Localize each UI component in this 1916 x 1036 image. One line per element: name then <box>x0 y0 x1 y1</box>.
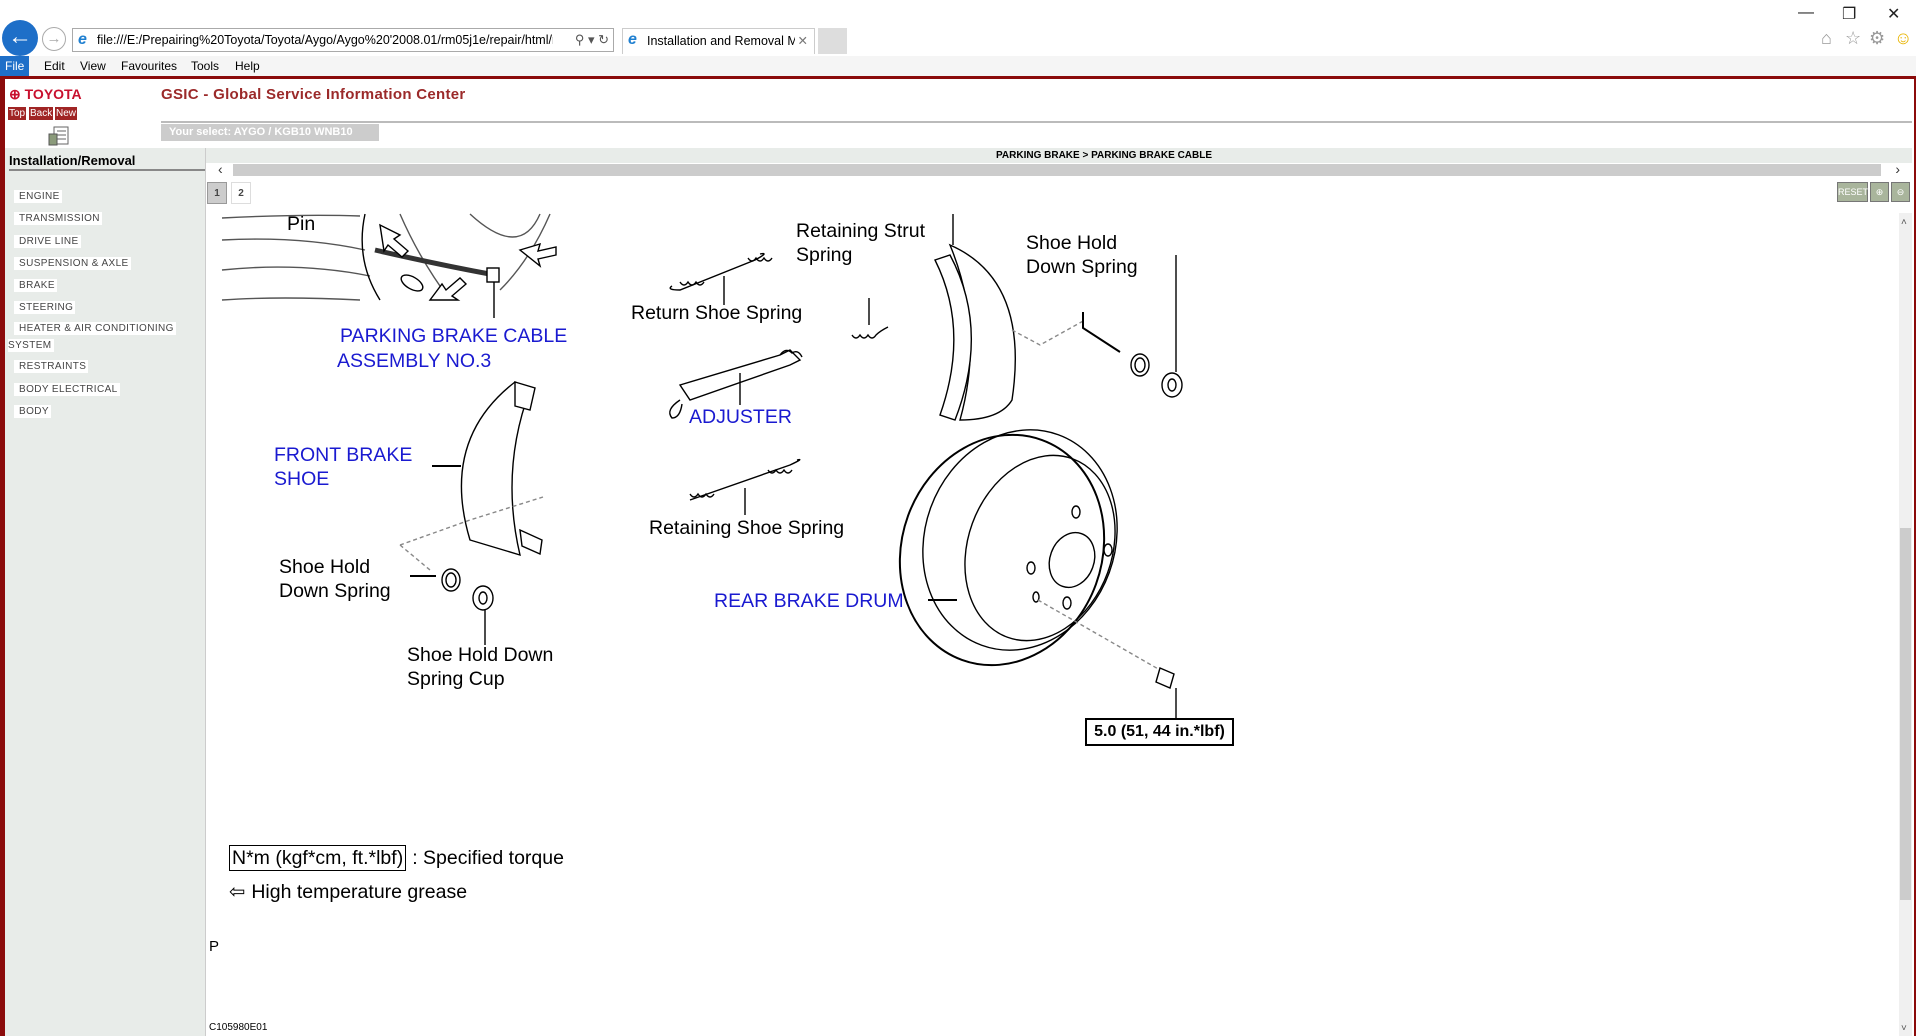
menu-tools[interactable]: Tools <box>191 59 220 73</box>
forward-button[interactable]: → <box>42 27 66 51</box>
label-adjuster: ADJUSTER <box>689 406 792 428</box>
feedback-smiley-icon[interactable]: ☺ <box>1894 28 1913 48</box>
sidebar: Installation/Removal ENGINE TRANSMISSION… <box>5 148 206 1036</box>
close-window-icon[interactable]: ✕ <box>1887 6 1901 23</box>
toyota-logo: ⊕ TOYOTA <box>9 86 82 103</box>
page-tab-2[interactable]: 2 <box>231 182 251 204</box>
sidebar-item-heater-ac[interactable]: HEATER & AIR CONDITIONING <box>14 322 176 335</box>
menu-help[interactable]: Help <box>235 59 260 73</box>
reset-button[interactable]: RESET <box>1837 182 1868 202</box>
label-spring-cup-2: Spring Cup <box>407 668 505 690</box>
sidebar-item-steering[interactable]: STEERING <box>14 301 76 314</box>
toyota-emblem-icon: ⊕ <box>9 86 21 102</box>
document-icon[interactable] <box>48 126 70 146</box>
legend-grease-text: High temperature grease <box>251 881 468 903</box>
legend-grease-row: ⇦ High temperature grease <box>229 880 467 904</box>
scroll-left-icon[interactable]: ‹ <box>218 161 223 177</box>
vertical-scroll-thumb[interactable] <box>1900 528 1911 900</box>
new-button[interactable]: New <box>55 107 78 120</box>
settings-gear-icon[interactable]: ⚙ <box>1869 28 1886 48</box>
search-refresh-icons[interactable]: ⚲ ▾ ↻ <box>574 29 609 51</box>
sidebar-item-body[interactable]: BODY <box>14 405 51 418</box>
menu-file[interactable]: File <box>0 56 30 76</box>
grease-arrow-icon: ⇦ <box>229 881 246 903</box>
browser-tab[interactable]: e Installation and Removal M... ✕ <box>622 28 815 54</box>
sidebar-item-brake[interactable]: BRAKE <box>14 279 57 292</box>
minimize-icon[interactable]: — <box>1798 4 1814 21</box>
label-rear-brake-drum: REAR BRAKE DRUM <box>714 590 904 612</box>
label-pin: Pin <box>287 213 316 235</box>
scroll-down-icon[interactable]: ˅ <box>1901 1023 1907 1034</box>
menu-bar: File Edit View Favourites Tools Help <box>0 56 1916 76</box>
back-button[interactable]: ← <box>2 20 38 56</box>
tab-title: Installation and Removal M... <box>647 34 795 48</box>
header-divider <box>161 121 1912 123</box>
zoom-out-icon[interactable]: ⊖ <box>1891 182 1910 202</box>
vertical-scrollbar[interactable]: ˄ ˅ <box>1899 213 1912 1036</box>
page-frame <box>0 76 1916 1036</box>
sidebar-item-transmission[interactable]: TRANSMISSION <box>14 212 102 225</box>
legend-torque-unit: N*m (kgf*cm, ft.*lbf) <box>229 845 407 871</box>
brand-text: TOYOTA <box>24 86 82 102</box>
sidebar-item-drive-line[interactable]: DRIVE LINE <box>14 235 81 248</box>
label-shoe-hold-down-spring-right-2: Down Spring <box>1026 256 1138 278</box>
horizontal-scrollbar[interactable]: ‹ › <box>206 161 1912 177</box>
label-parking-brake-cable-1: PARKING BRAKE CABLE <box>340 325 568 347</box>
legend-torque-row: N*m (kgf*cm, ft.*lbf) : Specified torque <box>229 845 564 871</box>
sidebar-item-suspension-axle[interactable]: SUSPENSION & AXLE <box>14 257 131 270</box>
restore-icon[interactable]: ❐ <box>1842 6 1857 23</box>
label-shoe-hold-down-spring-left-2: Down Spring <box>279 580 391 602</box>
menu-edit[interactable]: Edit <box>44 59 65 73</box>
scroll-up-icon[interactable]: ˄ <box>1901 217 1907 228</box>
label-shoe-hold-down-spring-left-1: Shoe Hold <box>279 556 371 578</box>
label-shoe-hold-down-spring-right-1: Shoe Hold <box>1026 232 1118 254</box>
home-icon[interactable]: ⌂ <box>1821 28 1832 48</box>
label-return-shoe-spring: Return Shoe Spring <box>631 302 803 324</box>
label-spring-cup-1: Shoe Hold Down <box>407 644 554 666</box>
address-bar[interactable]: e file:///E:/Prepairing%20Toyota/Toyota/… <box>72 28 614 52</box>
browser-titlebar: ← → e file:///E:/Prepairing%20Toyota/Toy… <box>0 0 1916 56</box>
address-text: file:///E:/Prepairing%20Toyota/Toyota/Ay… <box>97 33 553 47</box>
p-label: P <box>209 938 220 955</box>
top-button[interactable]: Top <box>8 107 27 120</box>
sidebar-item-restraints[interactable]: RESTRAINTS <box>14 360 89 373</box>
scroll-right-icon[interactable]: › <box>1895 161 1900 177</box>
figure-id: C105980E01 <box>209 1022 268 1033</box>
torque-spec-box: 5.0 (51, 44 in.*lbf) <box>1085 718 1234 746</box>
breadcrumb: PARKING BRAKE > PARKING BRAKE CABLE <box>206 148 1912 163</box>
new-tab-button[interactable] <box>818 28 847 54</box>
label-retaining-shoe-spring: Retaining Shoe Spring <box>649 517 845 539</box>
menu-favourites[interactable]: Favourites <box>121 59 178 73</box>
sidebar-heading: Installation/Removal <box>9 153 205 171</box>
zoom-in-icon[interactable]: ⊕ <box>1870 182 1889 202</box>
label-front-brake-shoe-2: SHOE <box>274 468 330 490</box>
ie-icon: e <box>78 31 87 48</box>
selection-badge: Your select: AYGO / KGB10 WNB10 <box>161 124 379 141</box>
sidebar-item-heater-ac-system[interactable]: SYSTEM <box>8 339 54 352</box>
sidebar-item-body-electrical[interactable]: BODY ELECTRICAL <box>14 383 120 396</box>
close-tab-icon[interactable]: ✕ <box>797 34 808 48</box>
label-front-brake-shoe-1: FRONT BRAKE <box>274 444 413 466</box>
ie-icon: e <box>628 31 637 48</box>
label-parking-brake-cable-2: ASSEMBLY NO.3 <box>337 350 492 372</box>
legend-torque-text: : Specified torque <box>412 847 564 869</box>
page-tab-1[interactable]: 1 <box>207 182 227 204</box>
page-title: GSIC - Global Service Information Center <box>161 86 466 103</box>
sidebar-item-engine[interactable]: ENGINE <box>14 190 62 203</box>
label-retaining-strut-spring-2: Spring <box>796 244 853 266</box>
label-retaining-strut-spring-1: Retaining Strut <box>796 220 925 242</box>
scrollbar-thumb[interactable] <box>233 164 1881 176</box>
menu-view[interactable]: View <box>80 59 106 73</box>
favorites-star-icon[interactable]: ☆ <box>1845 28 1862 48</box>
back-nav-button[interactable]: Back <box>29 107 54 120</box>
